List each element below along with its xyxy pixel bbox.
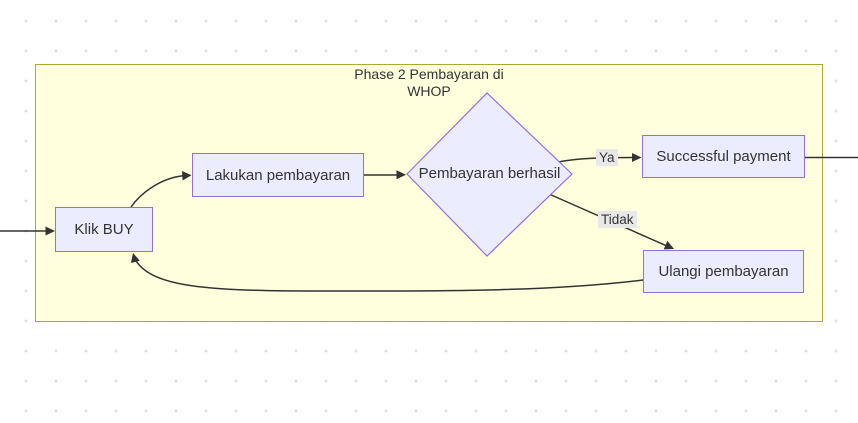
node-ulangi-pembayaran[interactable]: Ulangi pembayaran (643, 250, 804, 293)
subgraph-title-line1: Phase 2 Pembayaran di (354, 66, 504, 82)
edge-berhasil-to-successful (550, 156, 635, 165)
arrowhead-entry-to-klik-buy (45, 226, 55, 236)
arrowhead-ulangi-to-klik-buy (130, 253, 140, 263)
edge-label-ya: Ya (596, 149, 618, 166)
node-successful-payment-label: Successful payment (656, 148, 791, 165)
node-pembayaran-berhasil-label: Pembayaran berhasil (418, 165, 561, 182)
arrowhead-berhasil-to-ulangi (663, 240, 674, 250)
node-klik-buy[interactable]: Klik BUY (55, 207, 153, 252)
arrowhead-berhasil-to-successful (632, 153, 642, 162)
subgraph-title: Phase 2 Pembayaran di WHOP (35, 66, 823, 100)
subgraph-title-line2: WHOP (407, 83, 451, 99)
node-pembayaran-berhasil-shape[interactable] (406, 92, 573, 257)
node-klik-buy-label: Klik BUY (74, 221, 134, 238)
arrowhead-klik-buy-to-lakukan (182, 171, 192, 181)
arrowhead-lakukan-to-berhasil (396, 170, 406, 180)
edge-klik-buy-to-lakukan (130, 175, 184, 208)
node-ulangi-pembayaran-label: Ulangi pembayaran (658, 263, 789, 280)
node-lakukan-pembayaran-label: Lakukan pembayaran (205, 166, 351, 184)
edge-label-tidak: Tidak (598, 211, 637, 228)
node-lakukan-pembayaran[interactable]: Lakukan pembayaran (192, 153, 364, 197)
node-successful-payment[interactable]: Successful payment (642, 135, 805, 178)
edge-ulangi-to-klik-buy (134, 259, 644, 292)
